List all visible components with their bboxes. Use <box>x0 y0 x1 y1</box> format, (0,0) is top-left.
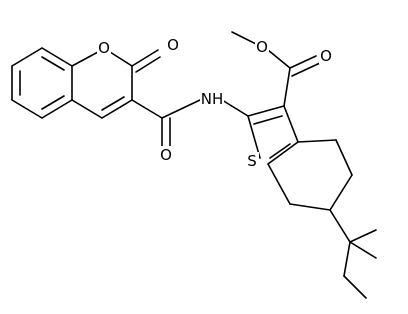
atom-labels: O O NH O S O O <box>97 36 333 170</box>
tert-amyl-group <box>329 209 377 299</box>
lactone-oxygen-label: O <box>167 36 179 54</box>
ester-carbonyl-oxygen-label: O <box>320 47 332 65</box>
cyclohexane-ring <box>267 139 353 211</box>
amide-group <box>131 99 249 147</box>
lactone-oxygen-bg <box>166 36 180 53</box>
ring-oxygen-bg <box>97 39 111 56</box>
sulfur-bg <box>245 152 259 169</box>
pyranone-ring <box>71 49 161 119</box>
ester-oxygen-bg <box>255 38 269 55</box>
ester-oxygen-label: O <box>256 38 268 56</box>
benzene-ring <box>11 47 73 119</box>
thiophene-ring <box>247 105 299 165</box>
ring-oxygen-label: O <box>98 39 110 57</box>
ester-group <box>231 31 321 107</box>
amide-oxygen-label: O <box>160 146 172 164</box>
amide-oxygen-bg <box>159 146 173 163</box>
sulfur-label: S <box>247 152 257 170</box>
ester-carbonyl-oxygen-bg <box>319 47 333 64</box>
nh-label: NH <box>201 90 224 108</box>
nh-bg <box>200 90 224 107</box>
